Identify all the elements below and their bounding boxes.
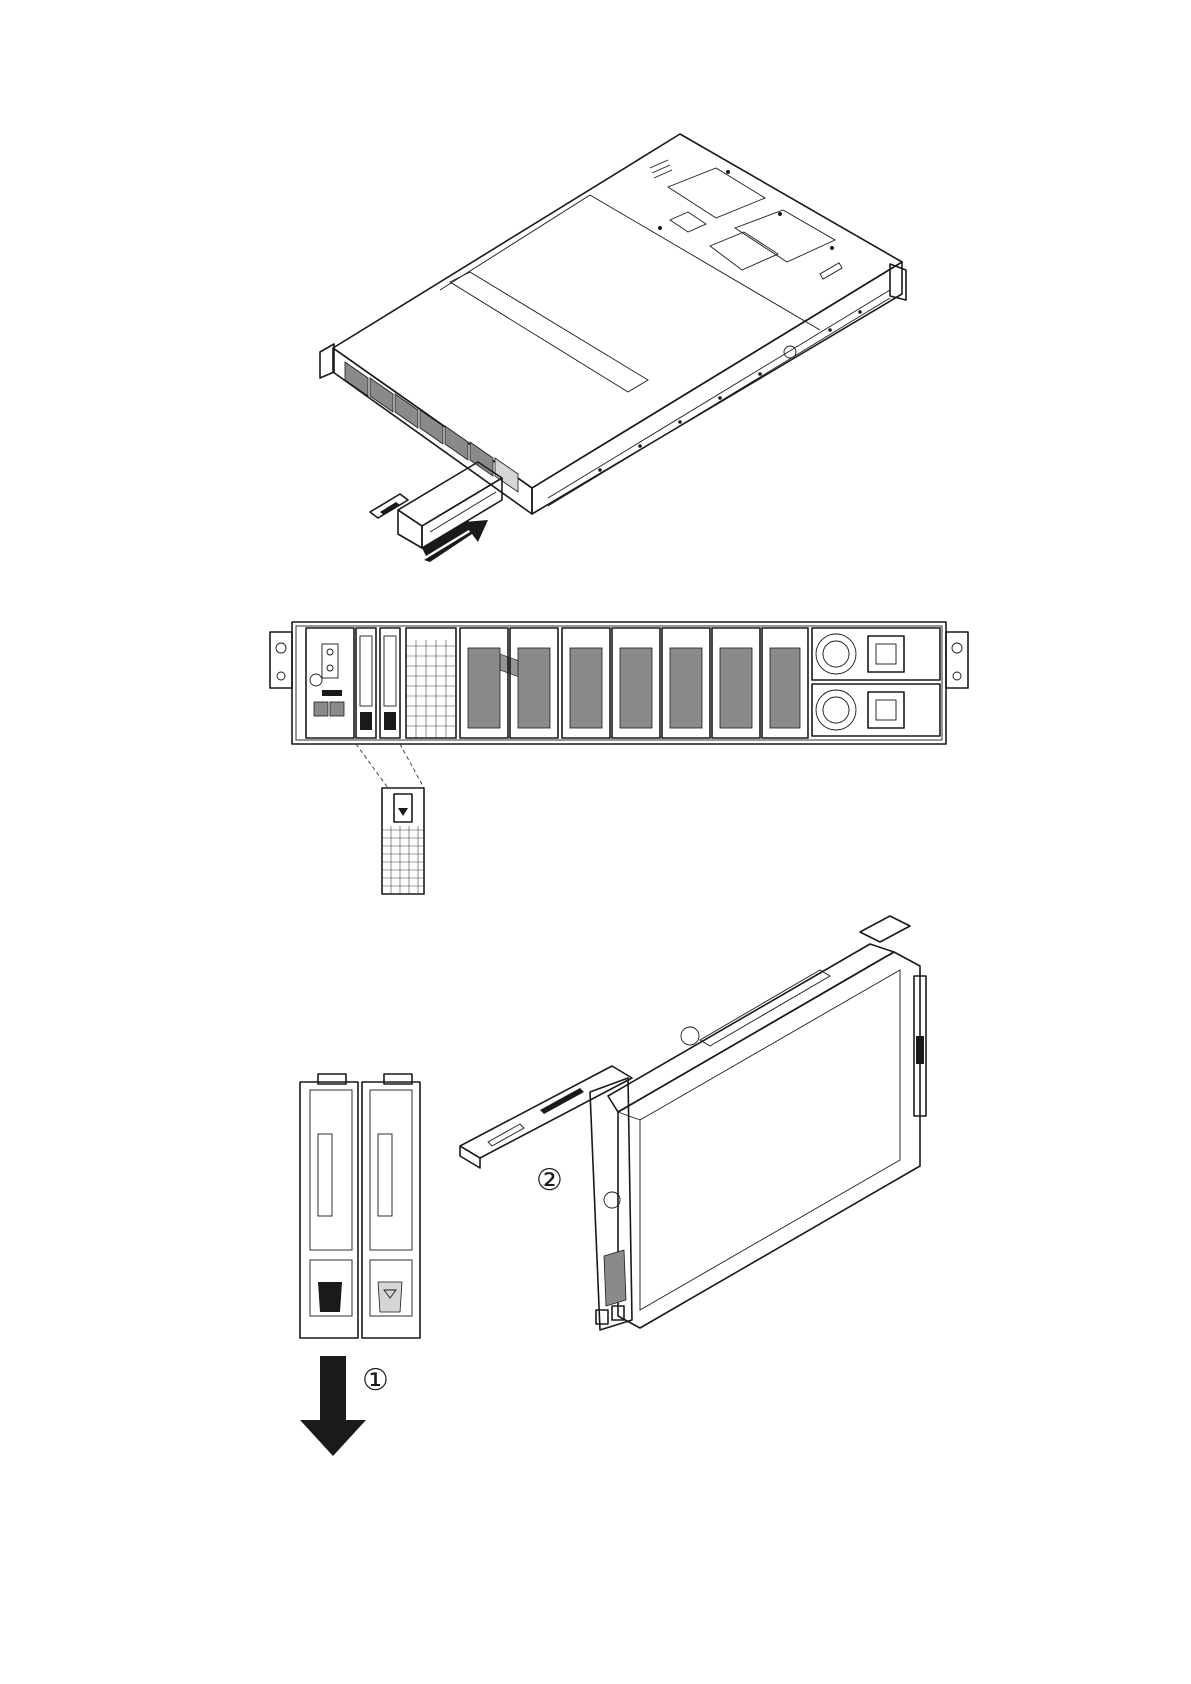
drive-carriers-front [300, 1074, 420, 1338]
chassis-front-view [270, 622, 968, 744]
fan-module-row [460, 628, 808, 738]
insert-arrow-icon [422, 520, 488, 562]
power-supply-units [812, 628, 940, 736]
front-fan-modules [345, 362, 518, 492]
drive-carrier-open-lever [460, 916, 926, 1330]
pull-down-arrow-icon [300, 1356, 366, 1456]
vent-icon [650, 160, 672, 178]
front-drive-slots [356, 628, 400, 738]
filler-module-closeup [382, 788, 424, 894]
step-2-label: ② [536, 1166, 563, 1196]
drive-tray-inserting [370, 462, 502, 548]
server-chassis-isometric [320, 134, 906, 678]
step-1-label: ① [362, 1366, 389, 1396]
